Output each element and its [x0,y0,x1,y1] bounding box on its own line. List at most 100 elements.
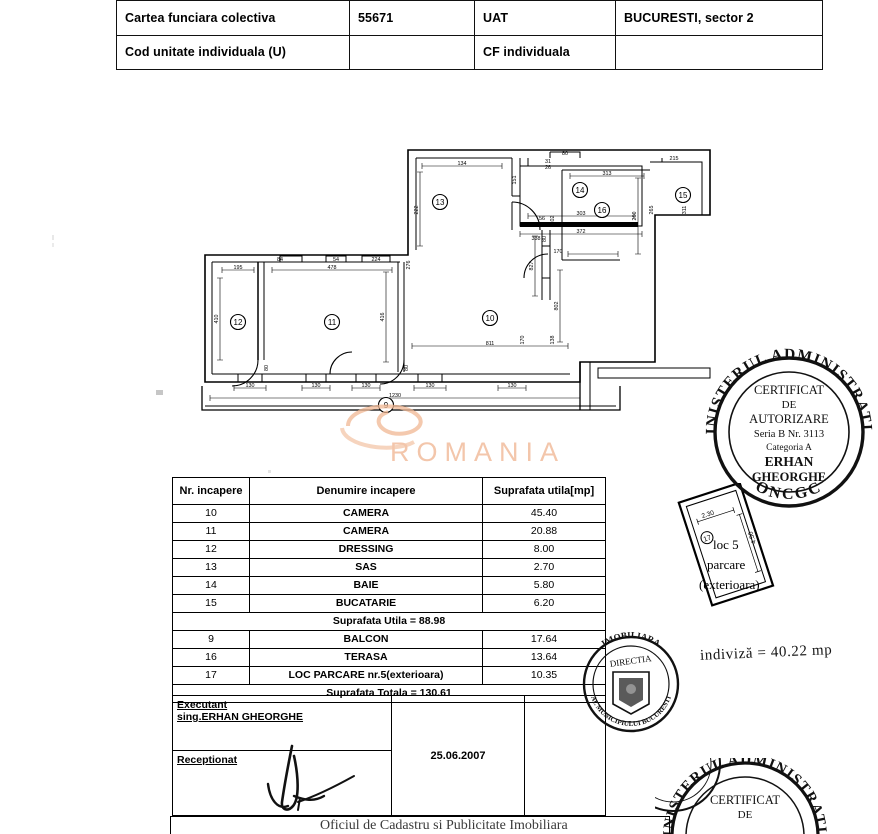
signature-spare-cell [524,695,606,816]
room-name: LOC PARCARE nr.5(exterioara) [249,666,483,685]
parking-outline [677,481,775,607]
scan-speckle [268,470,271,473]
bottom-stamp-ring: MINISTERUL ADMINISTRATIEI [647,740,827,834]
room-marker-11: 11 [323,313,341,331]
svg-text:MINISTERUL ADMINISTRATIEI: MINISTERUL ADMINISTRATIEI [655,758,829,834]
stamp-line-de: DE [782,399,797,411]
date-cell: 25.06.2007 [391,695,525,816]
header-row-cod-unitate: Cod unitate individuala (U) CF individua… [116,34,823,70]
svg-text:134: 134 [458,161,467,167]
dimension-lines [209,163,645,401]
executant-label: Executant [177,699,228,711]
floor-plan-svg: 134 222 303 372 313 260 170 827 195 410 … [201,149,711,414]
svg-text:IMOBILIARA: IMOBILIARA [600,630,663,649]
header-value-cf-colectiva: 55671 [349,0,475,36]
room-marker-9: 9 [377,396,395,414]
stamp-line-categoria: Categoria A [766,443,812,453]
svg-text:15: 15 [679,191,688,200]
table-row: 10 CAMERA 45.40 [172,504,606,523]
svg-text:14: 14 [576,186,585,195]
svg-text:10: 10 [486,314,495,323]
room-name: SAS [249,558,483,577]
agency-ring-top: IMOBILIARA [600,630,663,649]
room-area: 20.88 [482,522,606,541]
table-row: 17 LOC PARCARE nr.5(exterioara) 10.35 [172,666,606,685]
svg-text:215: 215 [670,156,679,162]
svg-text:311: 311 [682,206,688,215]
svg-text:80: 80 [542,236,548,242]
executant-name: sing.ERHAN GHEORGHE [177,711,304,723]
svg-text:130: 130 [508,383,517,389]
svg-text:260: 260 [632,212,638,221]
stamp-line-surname: ERHAN [765,454,814,469]
table-row: 13 SAS 2.70 [172,558,606,577]
room-area: 10.35 [482,666,606,685]
handwritten-indiviza-note: indiviză = 40.22 mp [699,642,833,664]
parking-sketch-svg: 2.30 4.50 17 loc 5 parcare (exterioara) [677,481,775,607]
header-value-cod-unitate [349,34,475,70]
svg-text:102: 102 [550,216,556,225]
table-row: 12 DRESSING 8.00 [172,540,606,559]
header-label-cod-unitate: Cod unitate individuala (U) [116,34,350,70]
bottom-stamp-line1: CERTIFICAT [710,793,780,807]
receptionat-label: Receptionat [177,754,238,766]
parking-label-line3: (exterioara) [699,577,760,592]
svg-text:130: 130 [426,383,435,389]
parking-marker-circle [700,531,714,545]
room-nr: 12 [172,540,250,559]
footer-office-label: Oficiul de Cadastru si Publicitate Imobi… [320,818,568,833]
room-area: 17.64 [482,630,606,649]
room-nr: 15 [172,594,250,613]
header-row-cf-colectiva: Cartea funciara colectiva 55671 UAT BUCU… [116,0,823,36]
svg-text:303: 303 [577,211,586,217]
document-date: 25.06.2007 [430,749,486,762]
parking-dim-short: 2.30 [701,509,716,520]
svg-text:80: 80 [562,151,568,157]
footer-frame [170,816,670,834]
room-nr: 9 [172,630,250,649]
room-marker-16: 16 [593,201,611,219]
signature-block: Executant sing.ERHAN GHEORGHE 25.06.2007… [172,695,606,816]
svg-text:56: 56 [539,216,545,222]
room-name: BUCATARIE [249,594,483,613]
room-marker-10: 10 [481,309,499,327]
room-marker-15: 15 [674,186,692,204]
table-row: 14 BAIE 5.80 [172,576,606,595]
svg-text:80: 80 [264,365,270,371]
table-row: 9 BALCON 17.64 [172,630,606,649]
svg-text:802: 802 [554,302,560,311]
room-name: DRESSING [249,540,483,559]
parking-marker-label: 17 [703,535,713,544]
svg-text:170: 170 [520,336,526,345]
scan-speckle [52,243,54,247]
room-nr: 16 [172,648,250,667]
header-table: Cartea funciara colectiva 55671 UAT BUCU… [116,0,823,70]
room-area: 45.40 [482,504,606,523]
bottom-partial-stamp: MINISTERUL ADMINISTRATIEI CERTIFICAT DE [625,716,878,834]
svg-text:195: 195 [234,265,243,271]
room-marker-13: 13 [431,193,449,211]
subtotal-row: Suprafata Utila = 88.98 [172,612,606,631]
room-marker-12: 12 [229,313,247,331]
room-table-header-row: Nr. incapere Denumire incapere Suprafata… [172,477,606,505]
scan-speckle [52,235,54,240]
room-nr: 17 [172,666,250,685]
svg-text:1230: 1230 [389,393,401,399]
stamp-line-autorizare: AUTORIZARE [749,412,829,426]
svg-text:811: 811 [486,341,495,347]
stamp-line-seria: Seria B Nr. 3113 [754,429,824,440]
svg-text:170: 170 [554,249,563,255]
header-value-cf-individuala [615,34,823,70]
table-row: 15 BUCATARIE 6.20 [172,594,606,613]
svg-text:31: 31 [545,159,551,165]
room-area: 5.80 [482,576,606,595]
dimension-labels: 134 222 303 372 313 260 170 827 195 410 … [214,151,688,399]
svg-text:12: 12 [234,318,243,327]
svg-text:410: 410 [214,315,220,324]
svg-text:276: 276 [406,261,412,270]
svg-text:338: 338 [532,236,541,242]
room-name: CAMERA [249,522,483,541]
svg-text:26: 26 [545,165,551,171]
room-table-header-area: Suprafata utila[mp] [482,477,606,505]
parking-label-line2: parcare [707,557,745,572]
